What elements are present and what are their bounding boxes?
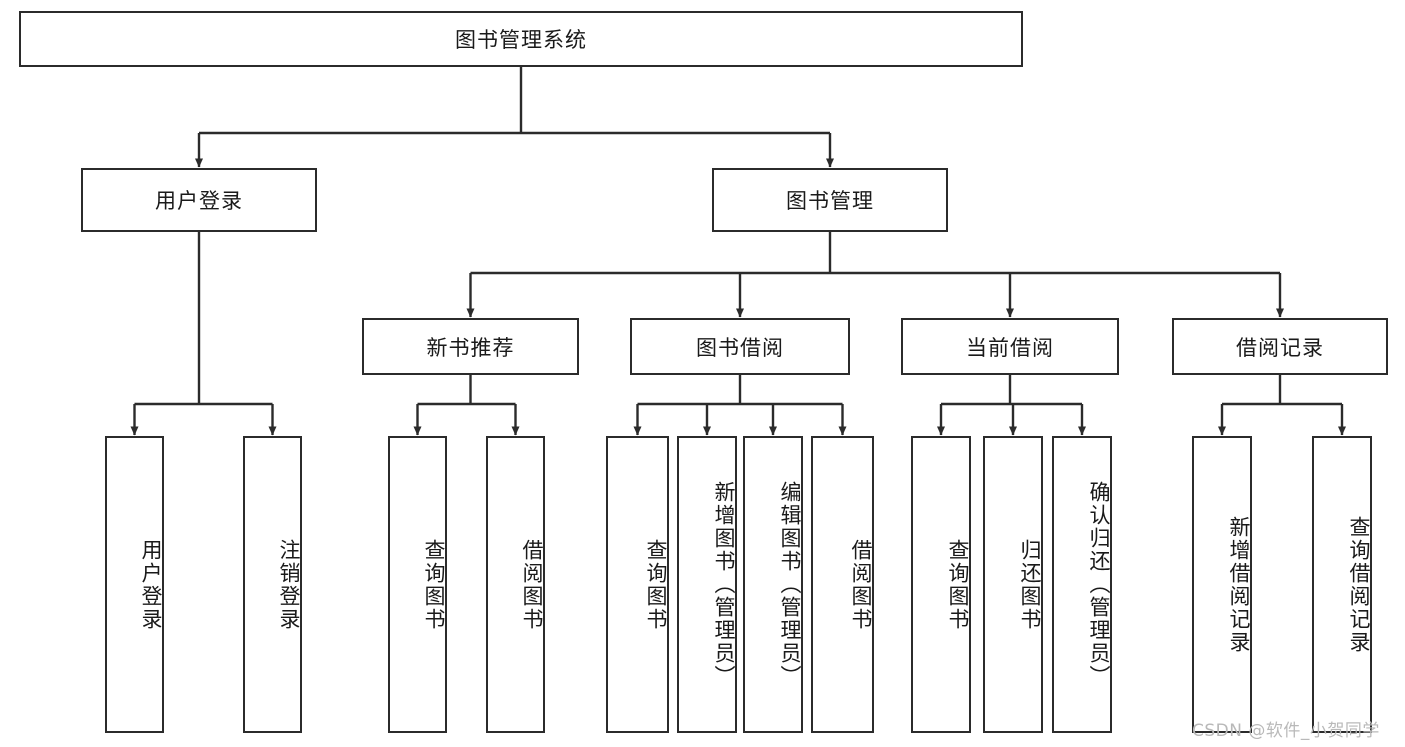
- csdn-watermark: CSDN @软件_小贺同学: [1192, 721, 1380, 741]
- node-label: 用户登录: [139, 538, 163, 631]
- node-leaf1[interactable]: 用户登录: [105, 436, 164, 733]
- node-label: 用户登录: [155, 189, 243, 213]
- node-label: 借阅记录: [1236, 335, 1324, 360]
- node-leaf3[interactable]: 查询图书: [388, 436, 447, 733]
- node-leaf5[interactable]: 查询图书: [606, 436, 669, 733]
- node-current[interactable]: 当前借阅: [901, 318, 1119, 375]
- node-leaf2[interactable]: 注销登录: [243, 436, 302, 733]
- node-leaf7[interactable]: 编辑图书（管理员）: [743, 436, 803, 733]
- node-label: 图书借阅: [696, 335, 784, 360]
- node-label: 确认归还（管理员）: [1087, 481, 1111, 688]
- node-records[interactable]: 借阅记录: [1172, 318, 1388, 375]
- node-label: 查询图书: [644, 538, 668, 631]
- node-leaf8[interactable]: 借阅图书: [811, 436, 874, 733]
- node-label: 借阅图书: [520, 538, 544, 631]
- node-leaf13[interactable]: 查询借阅记录: [1312, 436, 1372, 733]
- node-label: 新增图书（管理员）: [712, 481, 736, 688]
- node-label: 归还图书: [1018, 538, 1042, 631]
- node-label: 借阅图书: [849, 538, 873, 631]
- node-label: 图书管理: [786, 189, 874, 213]
- node-borrow[interactable]: 图书借阅: [630, 318, 850, 375]
- edge-group: [130, 67, 1346, 436]
- node-label: 图书管理系统: [455, 28, 587, 52]
- node-login[interactable]: 用户登录: [81, 168, 317, 232]
- node-newbook[interactable]: 新书推荐: [362, 318, 579, 375]
- node-leaf10[interactable]: 归还图书: [983, 436, 1043, 733]
- node-label: 当前借阅: [966, 335, 1054, 360]
- node-label: 注销登录: [277, 538, 301, 631]
- node-leaf12[interactable]: 新增借阅记录: [1192, 436, 1252, 733]
- node-root[interactable]: 图书管理系统: [19, 11, 1023, 67]
- node-label: 新书推荐: [426, 335, 515, 360]
- node-bookmgmt[interactable]: 图书管理: [712, 168, 948, 232]
- node-leaf4[interactable]: 借阅图书: [486, 436, 545, 733]
- node-leaf11[interactable]: 确认归还（管理员）: [1052, 436, 1112, 733]
- node-label: 新增借阅记录: [1227, 515, 1251, 654]
- node-leaf9[interactable]: 查询图书: [911, 436, 971, 733]
- node-leaf6[interactable]: 新增图书（管理员）: [677, 436, 737, 733]
- node-label: 查询图书: [946, 538, 970, 631]
- node-label: 查询借阅记录: [1347, 515, 1371, 654]
- node-label: 编辑图书（管理员）: [778, 481, 802, 688]
- node-label: 查询图书: [422, 538, 446, 631]
